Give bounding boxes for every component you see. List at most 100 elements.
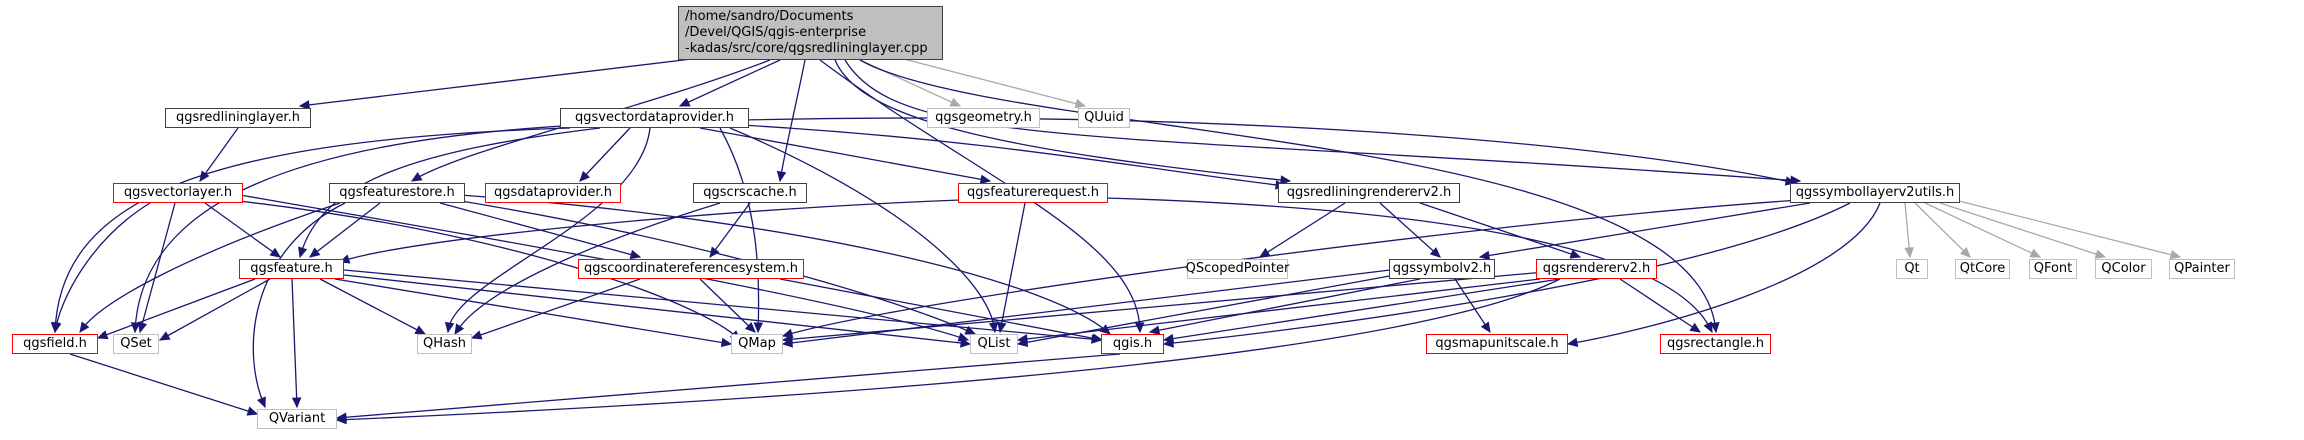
arrowhead-qgssymbollayerv2utils_h-to-qgssymbolv2_h <box>1478 250 1491 261</box>
arrowhead-qgssymbollayerv2utils_h-to-qgsmapunitscale_h <box>1566 337 1579 348</box>
node-qtcore[interactable]: QtCore <box>1955 259 2010 279</box>
arrowhead-qgsfeaturestore_h-to-qgscoordinatereferencesystem_h <box>629 249 642 260</box>
root-path-line-1: /home/sandro/Documents <box>685 9 854 24</box>
arrowhead-qgsvectordataprovider_h-to-qhash <box>444 321 455 334</box>
arrowhead-qgssymbollayerv2utils_h-to-qgis_h <box>1162 338 1174 348</box>
arrowhead-qgsvectorlayer_h-to-qgsfeature_h <box>269 247 281 258</box>
edge-qgsfeaturerequest_h-to-qgsfeature_h <box>339 199 961 263</box>
edge-qgssymbollayerv2utils_h-to-qpainter <box>1954 199 2181 258</box>
root-path-line-3: -kadas/src/core/qgsredlininglayer.cpp <box>685 41 928 56</box>
edge-root-to-qgscrscache_h <box>779 59 806 182</box>
arrowhead-qgscoordinatereferencesystem_h-to-qmap <box>744 321 756 333</box>
edge-qgsredliningrendererv2_h-to-qgsrendererv2_h <box>1419 202 1581 258</box>
node-qgsfeaturestore-h[interactable]: qgsfeaturestore.h <box>329 183 465 203</box>
edge-qgsfeature_h-to-qset <box>159 278 271 341</box>
arrowhead-qgsfeaturerequest_h-to-qgsrectangle_h <box>1703 321 1713 334</box>
node-qgsvectorlayer-h[interactable]: qgsvectorlayer.h <box>113 183 243 203</box>
edge-qgsvectorlayer_h-to-qgsfeature_h <box>204 202 281 258</box>
edge-qgsvectordataprovider_h-to-qgssymbollayerv2utils_h <box>744 117 1796 184</box>
edge-qgsrendererv2_h-to-qgsrectangle_h <box>1619 278 1701 333</box>
node-qgssymbollayerv2utils-h[interactable]: qgssymbollayerv2utils.h <box>1790 183 1960 203</box>
arrowhead-qgssymbollayerv2utils_h-to-qt <box>1904 247 1914 259</box>
arrowhead-root-to-qgis_h <box>1134 322 1145 334</box>
node-qpainter[interactable]: QPainter <box>2169 259 2235 279</box>
arrowhead-qgscrscache_h-to-qhash <box>454 323 465 336</box>
edge-qgssymbollayerv2utils_h-to-qfont <box>1924 202 2041 258</box>
node-qgsfield-h[interactable]: qgsfield.h <box>12 334 98 354</box>
arrowhead-root-to-qgsfeaturestore_h <box>410 172 423 182</box>
node-qset[interactable]: QSet <box>113 334 159 354</box>
arrowhead-qgsrendererv2_h-to-qlist <box>1016 334 1028 344</box>
edge-qgsredlininglayer_h-to-qgsvectorlayer_h <box>199 127 239 182</box>
arrowhead-qgsfeature_h-to-qvariant <box>291 397 302 409</box>
arrowhead-qgsvectordataprovider_h-to-qgsfeaturerequest_h <box>979 174 992 184</box>
node-qgsfeaturerequest-h[interactable]: qgsfeaturerequest.h <box>958 183 1108 203</box>
arrowhead-qgsvectorlayer_h-to-qgsfield_h <box>52 321 62 334</box>
arrowhead-qgsfeaturestore_h-to-qvariant <box>256 396 266 409</box>
arrowhead-qgsvectordataprovider_h-to-qgsfeature_h <box>298 246 308 259</box>
node-qt[interactable]: Qt <box>1896 259 1928 279</box>
node-quuid[interactable]: QUuid <box>1078 108 1130 128</box>
edge-qgsfield_h-to-qvariant <box>69 353 258 415</box>
arrowhead-qgsfeature_h-to-qlist <box>960 338 972 348</box>
edge-qgsvectordataprovider_h-to-qset <box>134 124 581 333</box>
edge-qgsrendererv2_h-to-qmap <box>782 271 1546 341</box>
node-qgsrectangle-h[interactable]: qgsrectangle.h <box>1660 334 1771 354</box>
edge-qgsfeaturestore_h-to-qvariant <box>252 202 346 408</box>
edge-qgsfeature_h-to-qmap <box>334 278 732 345</box>
node-qfont[interactable]: QFont <box>2029 259 2077 279</box>
arrowhead-qgsredliningrendererv2_h-to-qgssymbolv2_h <box>1429 247 1441 258</box>
arrowhead-qgsvectordataprovider_h-to-qgsdataprovider_h <box>579 170 590 182</box>
edge-qgssymbollayerv2utils_h-to-qgsmapunitscale_h <box>1567 202 1881 345</box>
arrowhead-qgssymbollayerv2utils_h-to-qcolor <box>2094 249 2107 259</box>
edge-qgsrendererv2_h-to-qlist <box>1017 278 1541 341</box>
edge-qgscoordinatereferencesystem_h-to-qhash <box>471 278 641 339</box>
arrowhead-qgsfeaturestore_h-to-qgsfield_h <box>79 321 90 333</box>
node-qgscoordinatereferencesystem-h[interactable]: qgscoordinatereferencesystem.h <box>578 259 804 279</box>
arrowhead-qgsredliningrendererv2_h-to-qgsrendererv2_h <box>1569 249 1582 259</box>
arrowhead-qgssymbollayerv2utils_h-to-qmap <box>781 328 794 338</box>
edge-qgsfeaturestore_h-to-qgsfeature_h <box>309 202 381 258</box>
arrowhead-qgssymbollayerv2utils_h-to-qpainter <box>2169 250 2182 260</box>
arrowhead-qgssymbollayerv2utils_h-to-qfont <box>2029 248 2042 258</box>
node-qgsmapunitscale-h[interactable]: qgsmapunitscale.h <box>1426 334 1568 354</box>
arrowhead-qgsfeature_h-to-qset <box>158 331 171 341</box>
edge-qgssymbolv2_h-to-qmap <box>782 269 1391 345</box>
node-qgssymbolv2-h[interactable]: qgssymbolv2.h <box>1389 259 1495 279</box>
arrowhead-qgsvectordataprovider_h-to-qmap <box>753 322 764 334</box>
edge-qgsfeature_h-to-qvariant <box>291 278 298 408</box>
arrowhead-qgsvectorlayer_h-to-qset <box>137 321 148 334</box>
node-qgsrendererv2-h[interactable]: qgsrendererv2.h <box>1536 259 1657 279</box>
node-qgsredlininglayer-h[interactable]: qgsredlininglayer.h <box>165 108 311 128</box>
node-qcolor[interactable]: QColor <box>2095 259 2152 279</box>
arrowhead-qgsfeaturerequest_h-to-qlist <box>997 321 1007 334</box>
root-path-line-2: /Devel/QGIS/qgis-enterprise <box>685 25 867 40</box>
root-file-node[interactable]: /home/sandro/Documents /Devel/QGIS/qgis-… <box>678 6 943 60</box>
node-qgsfeature-h[interactable]: qgsfeature.h <box>239 259 344 279</box>
edge-qgsrendererv2_h-to-qvariant <box>336 278 1561 421</box>
edge-qgsvectordataprovider_h-to-qgsdataprovider_h <box>579 127 631 182</box>
node-qgsdataprovider-h[interactable]: qgsdataprovider.h <box>485 183 621 203</box>
node-qlist[interactable]: QList <box>970 334 1018 354</box>
node-qscopedpointer[interactable]: QScopedPointer <box>1186 259 1289 279</box>
node-qvariant[interactable]: QVariant <box>257 409 337 429</box>
arrowhead-root-to-qgsvectordataprovider_h <box>678 97 691 107</box>
arrowhead-qgsfield_h-to-qvariant <box>246 406 259 416</box>
node-qhash[interactable]: QHash <box>417 334 472 354</box>
node-qgsvectordataprovider-h[interactable]: qgsvectordataprovider.h <box>560 108 749 128</box>
node-qgsgeometry-h[interactable]: qgsgeometry.h <box>927 108 1040 128</box>
node-qmap[interactable]: QMap <box>731 334 783 354</box>
arrowhead-root-to-qgscrscache_h <box>776 170 787 183</box>
arrowhead-qgsfeature_h-to-qhash <box>414 325 427 335</box>
arrowhead-qgsrendererv2_h-to-qgsrectangle_h <box>1689 322 1702 333</box>
node-qgsredliningrendererv2-h[interactable]: qgsredliningrendererv2.h <box>1278 183 1460 203</box>
edge-root-to-qgsredlininglayer_h <box>299 57 701 107</box>
edge-qgsvectordataprovider_h-to-qgsredliningrendererv2_h <box>739 124 1286 187</box>
node-qgis-h[interactable]: qgis.h <box>1101 334 1164 354</box>
edge-qgssymbollayerv2utils_h-to-qgssymbolv2_h <box>1479 202 1811 258</box>
edge-qgsredliningrendererv2_h-to-qgssymbolv2_h <box>1379 202 1441 258</box>
node-qgscrscache-h[interactable]: qgscrscache.h <box>693 183 807 203</box>
edge-qgsrendererv2_h-to-qgis_h <box>1163 278 1561 341</box>
edge-qgsvectordataprovider_h-to-qgsfeaturerequest_h <box>699 127 991 182</box>
edge-qgscoordinatereferencesystem_h-to-qgis_h <box>779 278 1103 341</box>
